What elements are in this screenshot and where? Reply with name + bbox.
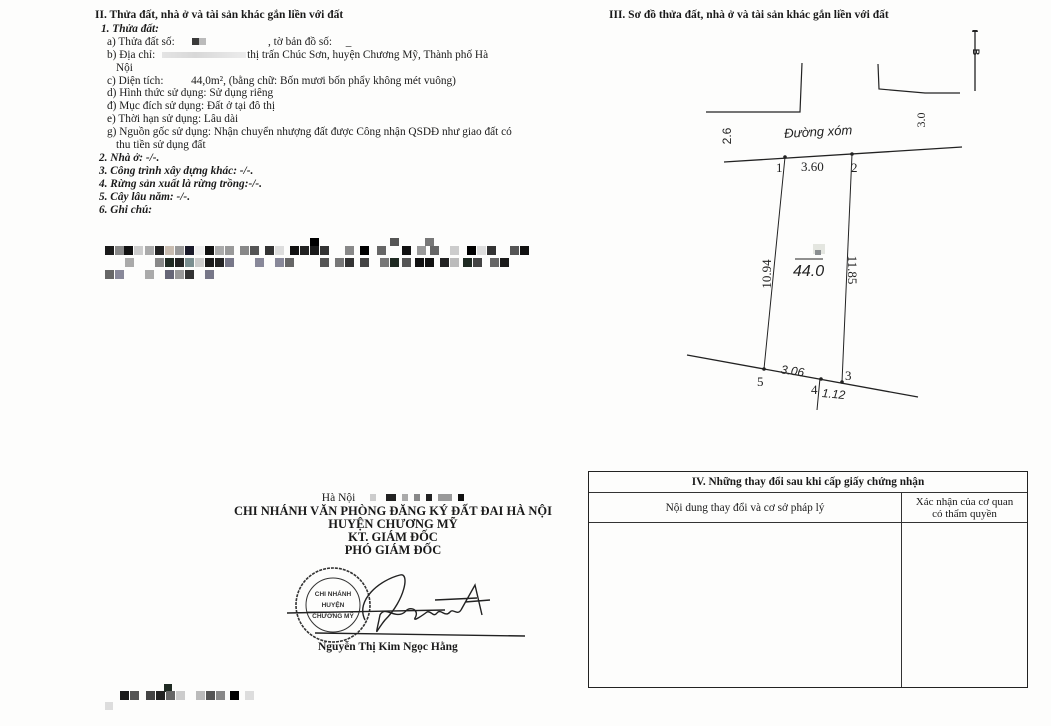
forest-row: 4. Rừng sản xuất là rừng trồng:-/-. <box>99 178 555 191</box>
road-width-left: 2.6 <box>720 127 734 144</box>
point-3-label: 3 <box>845 368 852 383</box>
usage-form-value: Sử dụng riêng <box>209 87 274 100</box>
official-stamp-icon: CHI NHÁNH HUYỆN CHƯƠNG MỸ <box>295 567 371 643</box>
term-value: Lâu dài <box>203 113 239 126</box>
address-row: b) Địa chỉ: thị trấn Chúc Sơn, huyện Chư… <box>107 49 555 75</box>
redacted-parcel-number <box>192 36 207 49</box>
address-label: b) Địa chỉ: <box>107 48 156 61</box>
svg-text:CHƯƠNG MỸ: CHƯƠNG MỸ <box>312 611 354 620</box>
section-3-title: III. Sơ đồ thửa đất, nhà ở và tài sản kh… <box>609 9 889 21</box>
handwritten-signature-icon <box>286 574 526 637</box>
area-value: 44,0m², (bằng chữ: Bốn mươi bốn phẩy khô… <box>191 74 456 87</box>
road-width-right: 3.0 <box>914 113 928 128</box>
edge-bottom-right-label: 1.12 <box>821 386 846 402</box>
house-value: -/-. <box>145 152 160 165</box>
term-row: e) Thời hạn sử dụng: Lâu dài <box>107 113 555 126</box>
edge-top-label: 3.60 <box>801 159 824 174</box>
changes-table-header: Nội dung thay đổi và cơ sở pháp lý Xác n… <box>589 493 1027 523</box>
north-arrow-icon <box>972 30 978 91</box>
changes-table-body <box>589 523 1027 687</box>
section-2: II. Thửa đất, nhà ở và tài sản khác gắn … <box>95 9 555 217</box>
other-works-row: 3. Công trình xây dựng khác: -/-. <box>99 165 555 178</box>
perennial-row: 5. Cây lâu năm: -/-. <box>99 191 555 204</box>
origin-row: g) Nguồn gốc sử dụng: Nhận chuyển nhượng… <box>107 126 555 152</box>
changes-table: IV. Những thay đổi sau khi cấp giấy chứn… <box>588 471 1028 688</box>
house-label: 2. Nhà ở: <box>99 152 144 165</box>
redacted-footer <box>105 684 254 710</box>
origin-cont: thu tiền sử dụng đất <box>116 139 206 152</box>
edge-left-label: 10.94 <box>759 259 774 289</box>
svg-text:HUYỆN: HUYỆN <box>322 600 345 609</box>
north-label: B <box>971 49 981 56</box>
perennial-label: 5. Cây lâu năm: <box>99 190 174 203</box>
usage-form-row: d) Hình thức sử dụng: Sử dụng riêng <box>107 87 555 100</box>
purpose-row: đ) Mục đích sử dụng: Đất ở tại đô thị <box>107 100 555 113</box>
perennial-value: -/-. <box>176 190 191 203</box>
changes-table-title: IV. Những thay đổi sau khi cấp giấy chứn… <box>589 472 1027 493</box>
parcel-row: a) Thửa đất số: , tờ bản đồ số: _ <box>107 36 555 49</box>
section-2-title: II. Thửa đất, nhà ở và tài sản khác gắn … <box>95 9 344 21</box>
org-line-1: CHI NHÁNH VĂN PHÒNG ĐĂNG KÝ ĐẤT ĐAI HÀ N… <box>234 504 552 519</box>
land-title: 1. Thửa đất: <box>101 22 159 35</box>
area-row: c) Diện tích: 44,0m², (bằng chữ: Bốn mươ… <box>107 75 555 88</box>
edge-right-label: 11.85 <box>845 256 860 285</box>
usage-form-label: d) Hình thức sử dụng: <box>107 87 207 100</box>
map-sheet-label: , tờ bản đồ số: <box>268 35 333 48</box>
point-2-label: 2 <box>851 160 858 175</box>
column-header-content: Nội dung thay đổi và cơ sở pháp lý <box>589 493 902 522</box>
other-works-label: 3. Công trình xây dựng khác: <box>99 164 237 177</box>
address-cont: Nội <box>116 61 133 74</box>
svg-text:CHI NHÁNH: CHI NHÁNH <box>315 589 352 598</box>
org-line-2: HUYỆN CHƯƠNG MỸ <box>328 517 458 532</box>
changes-content-cell <box>589 523 902 687</box>
forest-value: -/-. <box>248 177 262 190</box>
purpose-label: đ) Mục đích sử dụng: <box>107 100 205 113</box>
point-4-label: 4 <box>811 382 818 397</box>
redacted-plot-number <box>813 244 825 254</box>
role-line-1: KT. GIÁM ĐỐC <box>348 530 438 545</box>
notes-label: 6. Ghi chú: <box>99 203 153 216</box>
redacted-date <box>370 492 465 505</box>
area-label: c) Diện tích: <box>107 74 164 87</box>
edge-bottom-label: 3.06 <box>780 362 805 379</box>
notes-row: 6. Ghi chú: <box>99 204 555 217</box>
column-header-confirmation: Xác nhận của cơ quan có thẩm quyền <box>915 496 1014 520</box>
signer-name: Nguyễn Thị Kim Ngọc Hằng <box>318 641 458 653</box>
place-date-row: Hà Nội <box>228 492 558 505</box>
other-works-value: -/-. <box>239 164 254 177</box>
place-label: Hà Nội <box>321 492 356 505</box>
signature-block: Hà Nội CHI NHÁNH VĂN PHÒNG ĐĂNG KÝ ĐẤT Đ… <box>228 492 558 557</box>
point-1-label: 1 <box>776 160 783 175</box>
stamp-and-signature: CHI NHÁNH HUYỆN CHƯƠNG MỸ <box>286 567 526 643</box>
redacted-address <box>162 52 247 59</box>
forest-label: 4. Rừng sản xuất là rừng trồng: <box>99 177 249 190</box>
term-label: e) Thời hạn sử dụng: <box>107 113 202 126</box>
parcel-label: a) Thửa đất số: <box>107 35 175 48</box>
origin-value: Nhận chuyển nhượng đất được Công nhận QS… <box>213 126 512 139</box>
house-row: 2. Nhà ở: -/-. <box>99 152 555 165</box>
road-label: Đường xóm <box>784 122 853 141</box>
origin-label: g) Nguồn gốc sử dụng: <box>107 126 212 139</box>
redacted-notes <box>105 238 529 279</box>
land-plot-diagram: B 1 2 3 4 5 3.60 Đường xóm 2.6 3.0 10.94… <box>686 30 981 410</box>
role-line-2: PHÓ GIÁM ĐỐC <box>344 543 442 558</box>
map-sheet-value: _ <box>345 35 352 48</box>
purpose-value: Đất ở tại đô thị <box>206 100 276 113</box>
plot-area-label: 44.0 <box>793 263 824 280</box>
address-value: thị trấn Chúc Sơn, huyện Chương Mỹ, Thàn… <box>247 48 489 61</box>
point-5-label: 5 <box>757 374 764 389</box>
